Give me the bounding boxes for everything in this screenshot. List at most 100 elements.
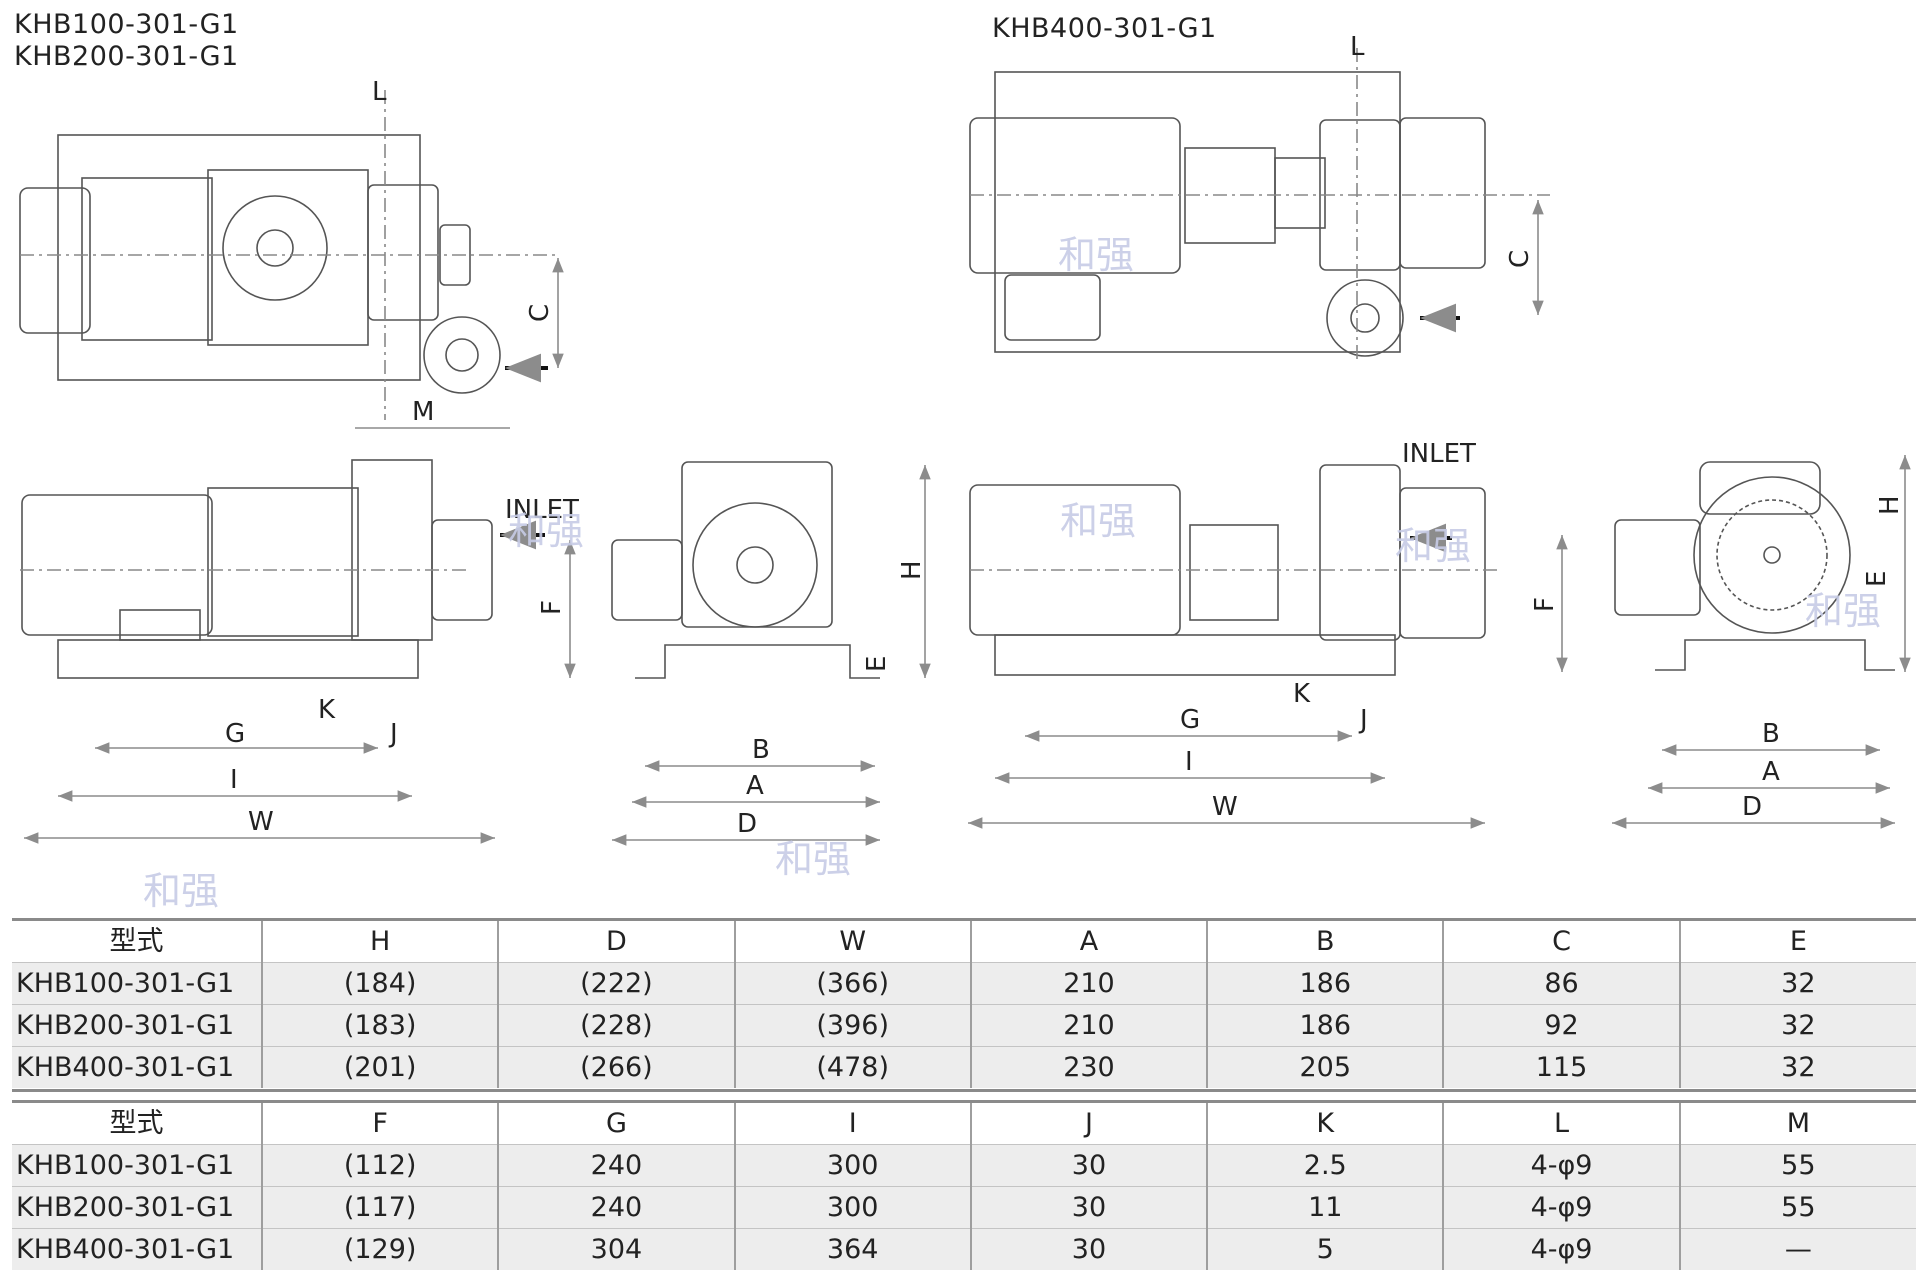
dimension-drawings: L C M L C: [0, 0, 1920, 900]
inlet-label-left: INLET: [505, 495, 579, 525]
dim-label-L-left: L: [372, 77, 387, 107]
table-cell: 30: [971, 1187, 1207, 1229]
inlet-label-right: INLET: [1402, 439, 1476, 469]
table1-header-cell: W: [735, 921, 971, 963]
dim-label-B-left: B: [752, 735, 770, 765]
dim-label-H-right: H: [1875, 495, 1905, 515]
table-cell: 92: [1443, 1005, 1679, 1047]
table-cell: (478): [735, 1047, 971, 1089]
table-cell: 5: [1207, 1229, 1443, 1270]
table-cell: 30: [971, 1145, 1207, 1187]
table-cell: (222): [498, 963, 734, 1005]
table-cell: 240: [498, 1187, 734, 1229]
dim-label-J-left: J: [388, 719, 398, 749]
side-view-khb400: [970, 465, 1500, 675]
table-cell: 300: [735, 1187, 971, 1229]
table2-header-cell: J: [971, 1103, 1207, 1145]
dim-label-A-right: A: [1762, 757, 1780, 787]
dim-label-G-right: G: [1180, 705, 1200, 735]
dim-label-F-right: F: [1530, 597, 1560, 612]
table1-header-cell: C: [1443, 921, 1679, 963]
dim-label-I-left: I: [230, 765, 238, 795]
table-cell: KHB100-301-G1: [12, 1145, 262, 1187]
table-cell: 186: [1207, 1005, 1443, 1047]
table-cell: 32: [1680, 1047, 1916, 1089]
table-cell: 4-φ9: [1443, 1145, 1679, 1187]
dim-label-W-left: W: [248, 807, 274, 837]
table-row: KHB100-301-G1 (112) 240 300 30 2.5 4-φ9 …: [12, 1145, 1916, 1187]
dim-label-J-right: J: [1358, 705, 1368, 735]
table-cell: (184): [262, 963, 498, 1005]
dim-label-D-left: D: [737, 809, 757, 839]
table-cell: 32: [1680, 1005, 1916, 1047]
table-cell: 11: [1207, 1187, 1443, 1229]
table1-header-cell: 型式: [12, 921, 262, 963]
dim-label-B-right: B: [1762, 719, 1780, 749]
dim-label-C-left: C: [525, 304, 555, 322]
dim-label-C-right: C: [1505, 250, 1535, 268]
table-cell: 86: [1443, 963, 1679, 1005]
table-cell: KHB400-301-G1: [12, 1229, 262, 1270]
table-cell: (366): [735, 963, 971, 1005]
table2-header-cell: G: [498, 1103, 734, 1145]
dim-label-K-right: K: [1293, 679, 1311, 709]
end-view-khb100: [612, 462, 880, 678]
table1-header-cell: A: [971, 921, 1207, 963]
dim-label-G-left: G: [225, 719, 245, 749]
table-row: KHB200-301-G1 (183) (228) (396) 210 186 …: [12, 1005, 1916, 1047]
table-cell: (201): [262, 1047, 498, 1089]
table-cell: (129): [262, 1229, 498, 1270]
table-cell: 4-φ9: [1443, 1229, 1679, 1270]
table-cell: 115: [1443, 1047, 1679, 1089]
table1-header-row: 型式 H D W A B C E: [12, 921, 1916, 963]
table-cell: KHB200-301-G1: [12, 1187, 262, 1229]
table-cell: 230: [971, 1047, 1207, 1089]
table-cell: 240: [498, 1145, 734, 1187]
table-cell: 205: [1207, 1047, 1443, 1089]
table2-header-row: 型式 F G I J K L M: [12, 1103, 1916, 1145]
table-cell: KHB400-301-G1: [12, 1047, 262, 1089]
table-cell: (396): [735, 1005, 971, 1047]
table2-header-cell: F: [262, 1103, 498, 1145]
table-row: KHB200-301-G1 (117) 240 300 30 11 4-φ9 5…: [12, 1187, 1916, 1229]
table1-bottom-rule: [12, 1089, 1916, 1092]
table-cell: (183): [262, 1005, 498, 1047]
top-view-khb400: [970, 48, 1550, 360]
table-cell: 55: [1680, 1187, 1916, 1229]
table-cell: 364: [735, 1229, 971, 1270]
table-cell: 2.5: [1207, 1145, 1443, 1187]
table-row: KHB100-301-G1 (184) (222) (366) 210 186 …: [12, 963, 1916, 1005]
table-cell: 304: [498, 1229, 734, 1270]
table2-header-cell: K: [1207, 1103, 1443, 1145]
table-cell: (266): [498, 1047, 734, 1089]
dim-label-E-right: E: [1862, 571, 1892, 587]
table-cell: 4-φ9: [1443, 1187, 1679, 1229]
table1-header-cell: D: [498, 921, 734, 963]
table-cell: 300: [735, 1145, 971, 1187]
table2-header-cell: M: [1680, 1103, 1916, 1145]
end-view-khb400: [1615, 462, 1895, 670]
dim-label-H-left: H: [897, 560, 927, 580]
table-cell: 210: [971, 963, 1207, 1005]
table1-header-cell: B: [1207, 921, 1443, 963]
table-row: KHB400-301-G1 (129) 304 364 30 5 4-φ9 —: [12, 1229, 1916, 1270]
dim-label-L-right: L: [1350, 32, 1365, 62]
table-cell: 30: [971, 1229, 1207, 1270]
table1-header-cell: E: [1680, 921, 1916, 963]
table-row: KHB400-301-G1 (201) (266) (478) 230 205 …: [12, 1047, 1916, 1089]
table-cell: 210: [971, 1005, 1207, 1047]
table-cell: KHB100-301-G1: [12, 963, 262, 1005]
dim-label-I-right: I: [1185, 747, 1193, 777]
dim-label-F-left: F: [537, 600, 567, 615]
dim-label-M-left: M: [412, 397, 434, 427]
table-cell: (112): [262, 1145, 498, 1187]
dim-label-A-left: A: [746, 771, 764, 801]
dim-label-K-left: K: [318, 695, 336, 725]
dimension-table-2: 型式 F G I J K L M KHB100-301-G1 (112) 240…: [12, 1103, 1916, 1270]
table-cell: —: [1680, 1229, 1916, 1270]
side-view-khb100: [20, 460, 492, 678]
dimension-table-1: 型式 H D W A B C E KHB100-301-G1 (184) (22…: [12, 921, 1916, 1088]
table2-header-cell: 型式: [12, 1103, 262, 1145]
table-cell: (117): [262, 1187, 498, 1229]
table1-header-cell: H: [262, 921, 498, 963]
